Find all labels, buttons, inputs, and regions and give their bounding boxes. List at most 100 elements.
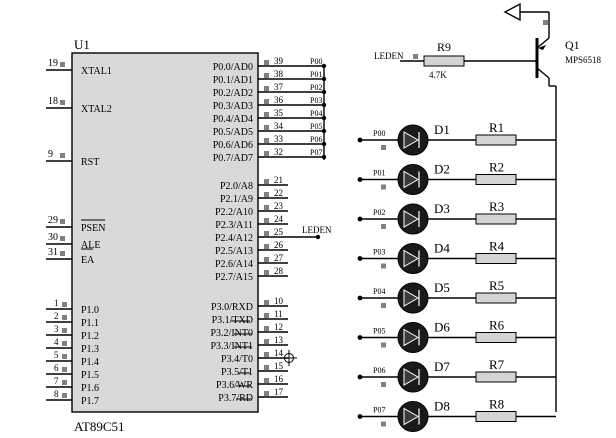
emitter-arrow-icon (538, 45, 546, 50)
base-resistor (423, 55, 465, 67)
pin-name: P0.1/AD1 (213, 75, 253, 86)
led-triangle (403, 289, 420, 307)
pin-marker (264, 205, 269, 210)
pin-number: 13 (274, 335, 284, 345)
pin-marker (264, 99, 269, 104)
net-label: P02 (373, 208, 385, 217)
transistor-collector-leg (536, 67, 550, 79)
pin-name: P2.3/A11 (215, 220, 253, 231)
pin-name: PSEN (81, 223, 105, 234)
pin-name: P1.6 (81, 383, 99, 394)
net-label: P02 (310, 83, 322, 92)
port2-pins: 21P2.0/A822P2.1/A923P2.2/A1024P2.3/A1125… (215, 175, 332, 283)
pin-number: 4 (54, 337, 59, 347)
pin-8: 8P1.7 (46, 389, 99, 407)
led-ref: D2 (434, 162, 450, 177)
pin-name: P0.3/AD3 (213, 101, 253, 112)
pin-marker (264, 125, 269, 130)
pin-marker (62, 354, 67, 359)
transistor-driver: LEDEN R9 4.7K Q1 MPS6518 (374, 2, 602, 412)
led-triangle (403, 210, 420, 228)
net-label: P04 (310, 109, 322, 118)
net-label: P05 (373, 327, 385, 336)
pin-marker (60, 62, 65, 67)
pin-name: P0.6/AD6 (213, 140, 253, 151)
led-resistor (475, 213, 517, 225)
net-label: P05 (310, 122, 322, 131)
pin-marker (62, 315, 67, 320)
pin-name: P1.3 (81, 344, 99, 355)
led-resistor (475, 371, 517, 383)
resistor-ref: R6 (489, 318, 505, 333)
pin-number: 26 (274, 240, 284, 250)
pin-number: 10 (274, 296, 284, 306)
pin-number: 18 (48, 96, 58, 107)
net-label: P00 (373, 129, 385, 138)
pin-number: 39 (274, 56, 284, 66)
pin-marker (60, 100, 65, 105)
pin-number: 23 (274, 201, 284, 211)
pin-marker (264, 151, 269, 156)
resistor-ref: R4 (489, 239, 505, 254)
overlines (81, 219, 252, 400)
pin-number: 5 (54, 350, 59, 360)
led-triangle (403, 328, 420, 347)
pin-number: 2 (54, 311, 59, 321)
net-label: P01 (310, 70, 322, 79)
pin-marker (264, 313, 269, 318)
pin-number: 37 (274, 82, 284, 92)
pin-marker (264, 300, 269, 305)
pin-number: 30 (48, 232, 58, 243)
pin-name: P0.0/AD0 (213, 62, 253, 73)
pin-name: P2.7/A15 (215, 272, 253, 283)
pin-number: 6 (54, 363, 59, 373)
chip-part-label: AT89C51 (74, 419, 125, 434)
pin-name: P3.0/RXD (211, 302, 253, 313)
net-label: P07 (310, 148, 322, 157)
resistor-ref: R7 (489, 357, 505, 372)
pin-number: 29 (48, 215, 58, 226)
pin-3: 3P1.2 (46, 324, 99, 342)
resistor-ref: R2 (489, 160, 504, 175)
port0-pins: 39P0.0/AD0P0038P0.1/AD1P0137P0.2/AD2P023… (213, 56, 327, 164)
pin-marker (264, 112, 269, 117)
led-triangle (403, 170, 420, 189)
chip-body (71, 52, 259, 413)
pin-number: 24 (274, 214, 284, 224)
pin-marker (60, 153, 65, 158)
net-label: P03 (310, 96, 322, 105)
net-label: P04 (373, 287, 385, 296)
pin-name: P1.2 (81, 331, 99, 342)
pin-marker (264, 326, 269, 331)
pin-marker (62, 393, 67, 398)
pin-marker (264, 192, 269, 197)
led-triangle (403, 131, 420, 149)
pin-name: P1.0 (81, 305, 99, 316)
pin-number: 7 (54, 376, 59, 386)
pin-marker (60, 236, 65, 241)
pin-name: P3.6/WR (216, 380, 253, 391)
net-label: P03 (373, 248, 385, 257)
pin-number: 32 (274, 147, 283, 157)
pin-marker (264, 60, 269, 65)
pin-number: 1 (54, 298, 59, 308)
